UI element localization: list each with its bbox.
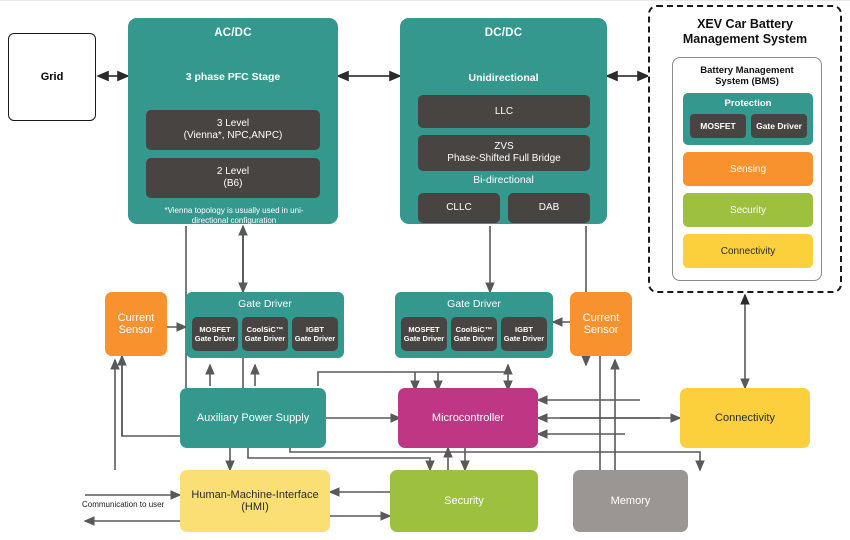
acdc-3level-line2: (Vienna*, NPC,ANPC) xyxy=(183,130,283,141)
current-sensor-right-line1: Current xyxy=(582,312,620,324)
gd-left-igbt-line1: IGBT xyxy=(306,325,324,334)
bms-protection-title: Protection xyxy=(724,98,772,109)
gd-right-mosfet-line1: MOSFET xyxy=(408,325,440,334)
gate-driver-left-group[interactable]: Gate Driver MOSFET Gate Driver CoolSiC™ … xyxy=(186,292,344,358)
gate-driver-right-chip-igbt[interactable]: IGBT Gate Driver xyxy=(501,317,547,351)
bms-inner-line1: Battery Management xyxy=(700,65,794,76)
dcdc-bidirectional-label: Bi-directional xyxy=(473,174,534,186)
gd-left-coolsic-line1: CoolSiC™ xyxy=(246,325,284,334)
aux-power-label: Auxiliary Power Supply xyxy=(196,412,310,424)
dcdc-zvs-block[interactable]: ZVS Phase-Shifted Full Bridge xyxy=(418,135,590,171)
acdc-title: AC/DC xyxy=(214,27,252,39)
current-sensor-left-line1: Current xyxy=(117,312,155,324)
connectivity-block[interactable]: Connectivity xyxy=(680,388,810,448)
gate-driver-right-title: Gate Driver xyxy=(447,298,501,310)
hmi-line1: Human-Machine-Interface xyxy=(191,489,319,501)
acdc-subtitle: 3 phase PFC Stage xyxy=(185,71,281,83)
dcdc-unidirectional-label: Unidirectional xyxy=(468,72,539,84)
gd-left-mosfet-line1: MOSFET xyxy=(199,325,231,334)
xev-title-line2: Management System xyxy=(682,32,808,46)
acdc-topology-2level[interactable]: 2 Level (B6) xyxy=(146,158,320,198)
bms-protection-gate-driver-chip[interactable]: Gate Driver xyxy=(751,114,807,138)
gd-right-coolsic-line1: CoolSiC™ xyxy=(455,325,493,334)
current-sensor-left[interactable]: Current Sensor xyxy=(105,292,167,356)
acdc-3level-line1: 3 Level xyxy=(216,118,250,129)
hmi-line2: (HMI) xyxy=(241,501,269,513)
bms-bar-security[interactable]: Security xyxy=(683,193,813,227)
gd-right-igbt-line1: IGBT xyxy=(515,325,533,334)
gate-driver-left-chip-mosfet[interactable]: MOSFET Gate Driver xyxy=(192,317,238,351)
gate-driver-left-chip-coolsic[interactable]: CoolSiC™ Gate Driver xyxy=(242,317,288,351)
acdc-stage[interactable]: AC/DC 3 phase PFC Stage 3 Level (Vienna*… xyxy=(128,18,338,225)
grid-block[interactable]: Grid xyxy=(8,33,96,121)
connectivity-label: Connectivity xyxy=(715,412,775,424)
gd-right-coolsic-line2: Gate Driver xyxy=(453,334,495,343)
communication-to-user-label: Communication to user xyxy=(82,500,165,509)
security-block[interactable]: Security xyxy=(390,470,538,532)
dcdc-stage[interactable]: DC/DC Unidirectional LLC ZVS Phase-Shift… xyxy=(400,18,607,224)
gate-driver-right-group[interactable]: Gate Driver MOSFET Gate Driver CoolSiC™ … xyxy=(395,292,553,358)
gd-right-igbt-line2: Gate Driver xyxy=(503,334,545,343)
gate-driver-right-chip-mosfet[interactable]: MOSFET Gate Driver xyxy=(401,317,447,351)
gd-right-mosfet-line2: Gate Driver xyxy=(403,334,445,343)
dcdc-zvs-line1: ZVS xyxy=(494,141,514,152)
dcdc-dab-block[interactable]: DAB xyxy=(508,193,590,223)
dcdc-llc-label: LLC xyxy=(494,105,514,117)
dcdc-llc-block[interactable]: LLC xyxy=(418,95,590,128)
acdc-topology-3level[interactable]: 3 Level (Vienna*, NPC,ANPC) xyxy=(146,110,320,150)
current-sensor-right[interactable]: Current Sensor xyxy=(570,292,632,356)
bms-protection-mosfet-chip[interactable]: MOSFET xyxy=(690,114,746,138)
acdc-footnote: *Vienna topology is usually used in uni-… xyxy=(164,206,304,225)
bms-inner-panel: Battery Management System (BMS) Protecti… xyxy=(672,57,822,281)
current-sensor-left-line2: Sensor xyxy=(118,324,154,336)
xev-bms-panel: XEV Car Battery Management System Batter… xyxy=(648,5,842,293)
grid-label: Grid xyxy=(40,70,64,83)
top-divider xyxy=(0,0,850,1)
security-label: Security xyxy=(444,495,484,507)
xev-bms-title: XEV Car Battery Management System xyxy=(650,17,840,47)
memory-label: Memory xyxy=(610,495,651,507)
microcontroller-label: Microcontroller xyxy=(431,412,505,424)
microcontroller-block[interactable]: Microcontroller xyxy=(398,388,538,448)
gate-driver-left-chip-igbt[interactable]: IGBT Gate Driver xyxy=(292,317,338,351)
bms-protection-group[interactable]: Protection MOSFET Gate Driver xyxy=(683,93,813,145)
dcdc-title: DC/DC xyxy=(484,27,523,39)
bms-inner-title: Battery Management System (BMS) xyxy=(673,65,821,88)
xev-title-line1: XEV Car Battery xyxy=(697,17,793,31)
acdc-2level-line1: 2 Level xyxy=(216,166,250,177)
acdc-2level-line2: (B6) xyxy=(223,178,243,189)
auxiliary-power-supply-block[interactable]: Auxiliary Power Supply xyxy=(180,388,326,448)
dcdc-cllc-label: CLLC xyxy=(446,202,472,213)
gate-driver-left-title: Gate Driver xyxy=(238,298,292,310)
dcdc-dab-label: DAB xyxy=(538,202,560,213)
dcdc-cllc-block[interactable]: CLLC xyxy=(418,193,500,223)
gd-left-coolsic-line2: Gate Driver xyxy=(244,334,286,343)
memory-block[interactable]: Memory xyxy=(573,470,688,532)
bms-bar-connectivity[interactable]: Connectivity xyxy=(683,234,813,268)
bms-bar-sensing[interactable]: Sensing xyxy=(683,152,813,186)
gate-driver-right-chip-coolsic[interactable]: CoolSiC™ Gate Driver xyxy=(451,317,497,351)
gd-left-mosfet-line2: Gate Driver xyxy=(194,334,236,343)
gd-left-igbt-line2: Gate Driver xyxy=(294,334,336,343)
current-sensor-right-line2: Sensor xyxy=(583,324,619,336)
hmi-block[interactable]: Human-Machine-Interface (HMI) xyxy=(180,470,330,532)
dcdc-zvs-line2: Phase-Shifted Full Bridge xyxy=(447,153,561,164)
bms-inner-line2: System (BMS) xyxy=(715,76,779,88)
